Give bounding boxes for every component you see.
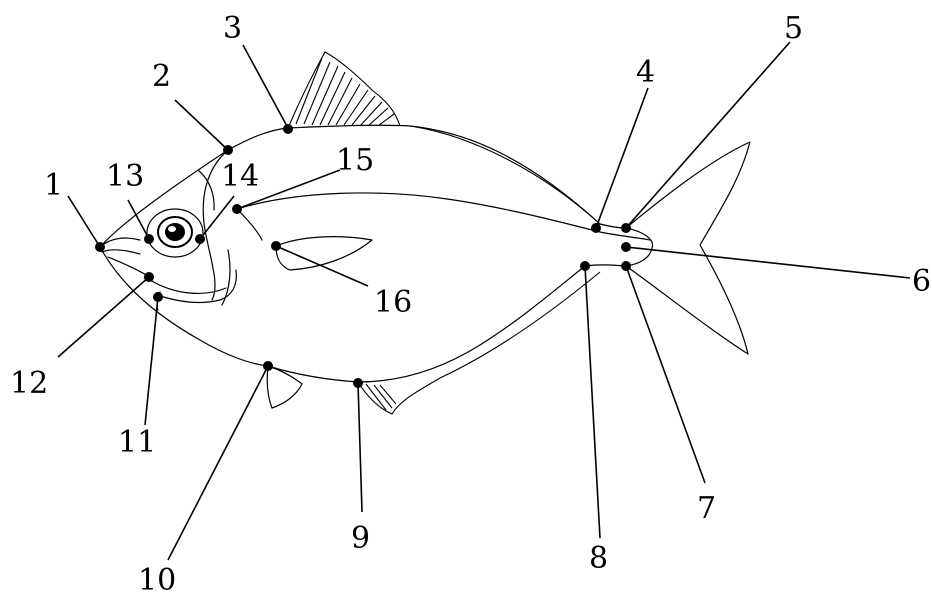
landmark-labels: 1 2 3 4 5 6 7 8 9 10 11 12 13 14 15 16 [10,11,931,594]
landmark-label-4: 4 [636,55,655,90]
landmark-point-6 [621,242,631,252]
landmark-point-16 [271,241,281,251]
landmark-label-13: 13 [106,159,144,194]
landmark-point-14 [195,234,205,244]
landmark-point-7 [621,261,631,271]
landmark-label-12: 12 [10,366,48,401]
landmark-label-9: 9 [351,521,370,556]
fish-body-outline [100,125,653,382]
landmark-point-1 [95,242,105,252]
caudal-fin [626,142,750,354]
landmark-point-2 [223,145,233,155]
landmark-label-14: 14 [221,159,259,194]
pelvic-fin [267,366,302,408]
landmark-point-12 [144,272,154,282]
dorsal-fin [288,52,400,128]
landmark-label-5: 5 [784,11,803,46]
landmark-label-11: 11 [118,425,156,460]
landmark-point-10 [263,361,273,371]
landmark-point-3 [283,124,293,134]
fish-eye [147,209,203,257]
pectoral-fin [276,237,372,270]
landmark-point-13 [144,234,154,244]
landmark-label-2: 2 [152,59,171,94]
landmark-label-16: 16 [374,285,412,320]
landmark-point-8 [580,261,590,271]
landmark-label-15: 15 [336,143,374,178]
landmark-label-10: 10 [138,563,176,594]
landmark-label-1: 1 [44,168,63,203]
landmark-label-3: 3 [223,11,242,46]
landmark-point-5 [621,223,631,233]
landmark-point-9 [353,378,363,388]
landmark-label-7: 7 [697,491,716,526]
landmark-point-4 [591,223,601,233]
landmark-point-11 [153,292,163,302]
landmark-label-6: 6 [912,264,931,299]
landmark-point-15 [232,204,242,214]
landmark-label-8: 8 [589,541,608,576]
